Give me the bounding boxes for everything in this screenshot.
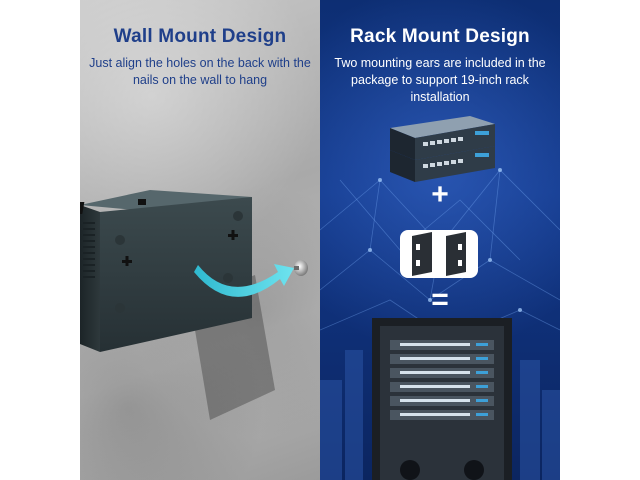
equals-icon: = [431,283,449,316]
plus-icon: + [431,178,449,211]
rack-cabinet [372,318,512,480]
wall-mount-panel: Wall Mount Design Just align the holes o… [80,0,320,480]
wall-mount-description: Just align the holes on the back with th… [89,56,311,87]
rack-mount-title: Rack Mount Design [350,26,530,47]
wall-mount-title: Wall Mount Design [113,26,287,47]
left-margin [0,0,80,480]
right-margin [560,0,640,480]
switch-stack [390,116,495,182]
device-top [80,190,252,214]
mounting-ears [400,230,478,278]
rack-mount-description: Two mounting ears are included in the pa… [334,56,546,104]
wall-mount-illustration [80,190,308,420]
device-back-panel [100,197,252,352]
rack-mount-illustration [372,116,512,480]
nail-icon [294,260,308,276]
arrow-icon [194,264,294,297]
rack-mount-panel: Rack Mount Design Two mounting ears are … [320,0,560,480]
